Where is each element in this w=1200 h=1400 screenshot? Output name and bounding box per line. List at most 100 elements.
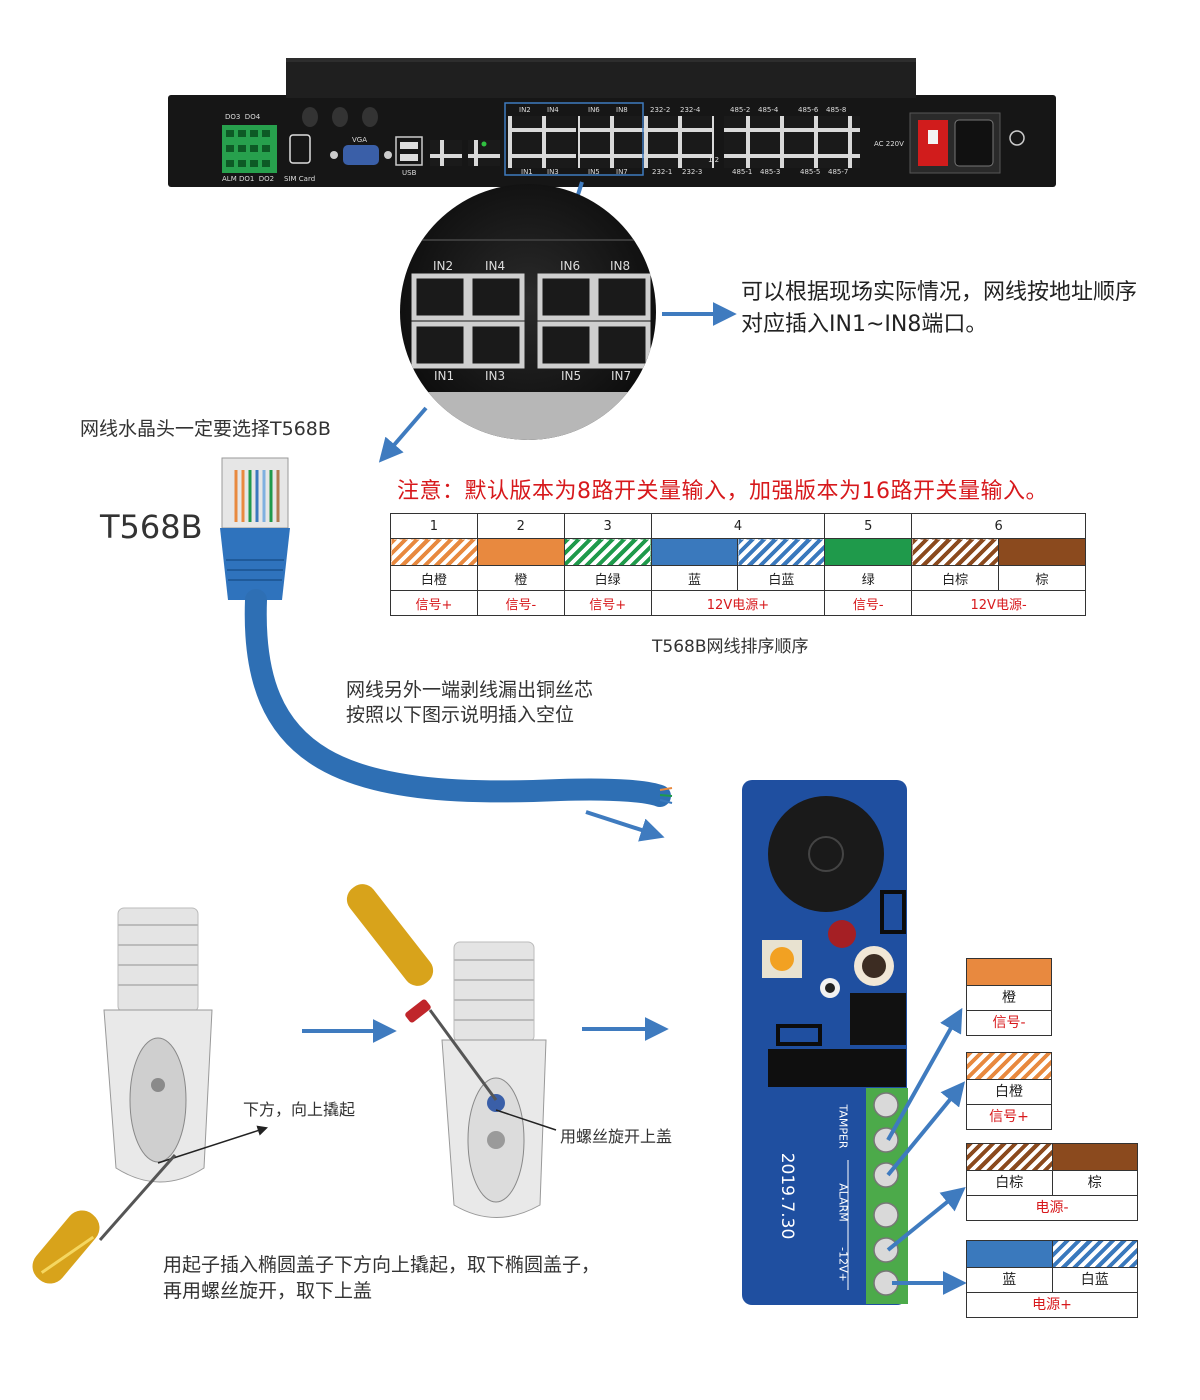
wire-card-orange: 橙 信号- (966, 958, 1052, 1036)
in2-small: IN2 (519, 106, 531, 114)
signal-name: 信号- (824, 590, 913, 616)
rs232-2-label: 232-2 (650, 106, 671, 114)
port-zoom-circle (400, 184, 656, 440)
vga-label: VGA (352, 136, 368, 144)
rs485-8-label: 485-8 (826, 106, 847, 114)
strip-note-line2: 按照以下图示说明插入空位 (346, 704, 575, 726)
table-row-signals: 信号+ 信号- 信号+ 12V电源+ 信号- 12V电源- (390, 590, 1086, 616)
bottom-note-line1: 用起子插入椭圆盖子下方向上撬起，取下椭圆盖子， (163, 1254, 601, 1276)
board-date: 2019.7.30 (777, 1152, 797, 1240)
swatch-blue (650, 538, 739, 566)
do-top-label: DO3 DO4 (225, 113, 261, 121)
swatch-white-blue (737, 538, 826, 566)
version-note: 注意：默认版本为8路开关量输入，加强版本为16路开关量输入。 (397, 479, 1048, 504)
card-color: 白蓝 (1051, 1268, 1138, 1292)
card-color: 白棕 (995, 1175, 1024, 1191)
color-name: 蓝 (650, 565, 739, 591)
swatch-brown (998, 538, 1086, 566)
zoom-in2: IN2 (433, 259, 454, 273)
color-name: 白棕 (911, 565, 1000, 591)
rs485-2-label: 485-2 (730, 106, 751, 114)
swatch-orange (476, 538, 565, 566)
small-12-label: 1 2 (708, 156, 720, 164)
swatch-green (824, 538, 913, 566)
card-signal: 信号+ (967, 1104, 1051, 1129)
pair-number: 2 (476, 513, 565, 539)
detector-step2 (441, 941, 547, 1218)
signal-name: 信号- (476, 590, 565, 616)
rs485-4-label: 485-4 (758, 106, 779, 114)
color-name: 绿 (824, 565, 913, 591)
detector-step1 (103, 907, 213, 1183)
screw-note: 用螺丝旋开上盖 (560, 1127, 673, 1146)
pcb-board (742, 780, 908, 1305)
rs485-1-label: 485-1 (732, 168, 753, 176)
card-swatch (967, 1241, 1052, 1267)
usb-label: USB (402, 169, 417, 177)
card-swatch (1051, 1144, 1137, 1170)
card-swatch (967, 1144, 1052, 1170)
signal-name: 信号+ (390, 590, 478, 616)
in7-small: IN7 (616, 168, 628, 176)
zoom-in6: IN6 (560, 259, 581, 273)
in6-small: IN6 (588, 106, 600, 114)
color-name: 白绿 (563, 565, 652, 591)
pair-number: 3 (563, 513, 652, 539)
wire-card-white-orange: 白橙 信号+ (966, 1052, 1052, 1130)
in8-small: IN8 (616, 106, 628, 114)
color-name: 白橙 (390, 565, 478, 591)
in1-small: IN1 (521, 168, 533, 176)
pair-number: 4 (650, 513, 826, 539)
table-row-swatches (390, 538, 1086, 566)
terminal-12v-label: -12V+ (836, 1247, 850, 1282)
t568b-label: T568B (100, 508, 203, 546)
swatch-white-orange (390, 538, 478, 566)
rs232-1-label: 232-1 (652, 168, 673, 176)
rs485-5-label: 485-5 (800, 168, 821, 176)
swatch-white-green (563, 538, 652, 566)
zoom-in8: IN8 (610, 259, 631, 273)
wire-card-brown-pair: 白棕棕 电源- (966, 1143, 1138, 1221)
wire-card-blue-pair: 蓝 白蓝 电源+ (966, 1240, 1138, 1318)
zoom-in7: IN7 (611, 369, 632, 383)
color-name: 橙 (476, 565, 565, 591)
color-name: 白蓝 (737, 565, 826, 591)
color-name: 棕 (998, 565, 1086, 591)
pair-number: 1 (390, 513, 478, 539)
strip-note-line1: 网线另外一端剥线漏出铜丝芯 (346, 679, 594, 701)
sim-label: SIM Card (284, 175, 316, 183)
crystal-head-note: 网线水晶头一定要选择T568B (80, 418, 331, 440)
signal-name: 12V电源+ (650, 590, 826, 616)
swatch-white-brown (911, 538, 1000, 566)
card-color: 白橙 (967, 1079, 1051, 1104)
in3-small: IN3 (547, 168, 559, 176)
in4-small: IN4 (547, 106, 559, 114)
pair-number: 6 (911, 513, 1086, 539)
card-swatch (1051, 1241, 1137, 1267)
card-swatch (967, 1053, 1051, 1079)
card-signal: 信号- (967, 1010, 1051, 1035)
card-swatch (967, 959, 1051, 985)
network-cable (244, 589, 671, 807)
table-row-colors: 白橙 橙 白绿 蓝 白蓝 绿 白棕 棕 (390, 565, 1086, 591)
zoom-in3: IN3 (485, 369, 506, 383)
terminal-alarm-label: ALARM (836, 1183, 850, 1222)
signal-name: 12V电源- (911, 590, 1086, 616)
port-note-line1: 可以根据现场实际情况，网线按地址顺序 (741, 280, 1138, 305)
card-color: 橙 (967, 985, 1051, 1010)
rs232-3-label: 232-3 (682, 168, 703, 176)
pry-note: 下方，向上撬起 (243, 1100, 356, 1119)
do-bottom-label: ALM DO1 DO2 (222, 175, 275, 183)
rj45-plug (220, 457, 290, 600)
rs485-3-label: 485-3 (760, 168, 781, 176)
card-signal: 电源- (967, 1195, 1137, 1220)
card-signal: 电源+ (967, 1292, 1137, 1317)
port-note-line2: 对应插入IN1~IN8端口。 (741, 312, 988, 337)
ac-label: AC 220V (874, 140, 904, 148)
pair-number: 5 (824, 513, 913, 539)
t568b-wiring-table: 1 2 3 4 5 6 白橙 橙 白绿 蓝 白蓝 绿 白棕 棕 信号+ 信号- … (390, 513, 1086, 616)
rs485-6-label: 485-6 (798, 106, 819, 114)
card-color: 蓝 (1002, 1272, 1017, 1288)
in5-small: IN5 (588, 168, 600, 176)
